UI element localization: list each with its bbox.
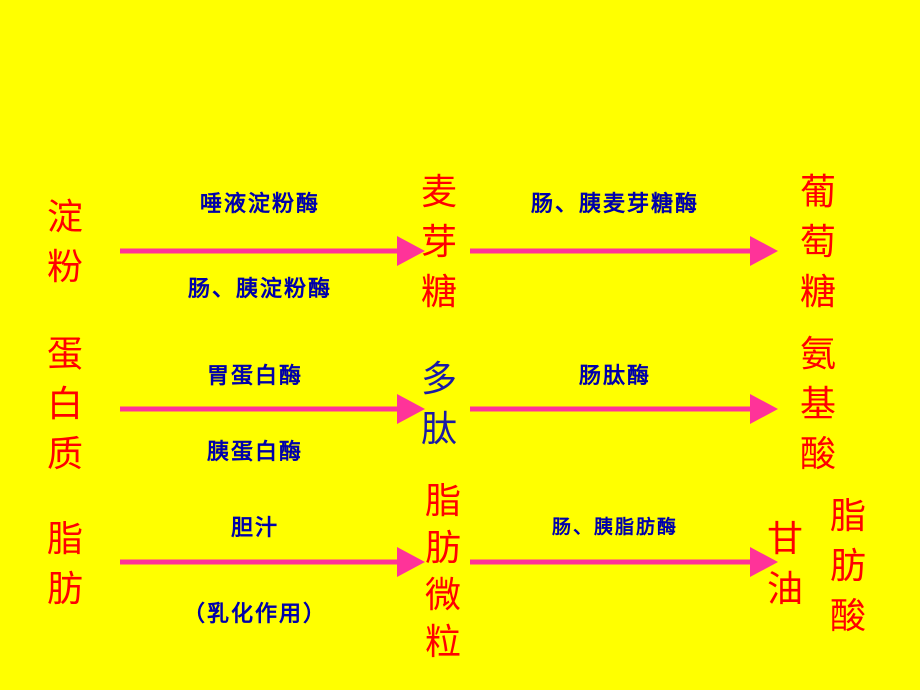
arrow-fat-to-droplets: [120, 547, 425, 577]
fat-droplets-label: 脂 肪 微 粒: [424, 481, 461, 663]
protein-label: 蛋 白 质: [46, 334, 83, 475]
arrow-polypeptide-to-amino-acid: [470, 394, 778, 424]
trypsin-label: 胰蛋白酶: [206, 440, 303, 465]
arrow-droplets-to-products: [470, 547, 778, 577]
fatty-acid-label: 脂 肪 酸: [829, 496, 866, 637]
emulsification-label: （乳化作用）: [182, 602, 327, 627]
glycerol-label: 甘 油: [766, 519, 803, 610]
amino-acid-label: 氨 基 酸: [799, 334, 836, 475]
pepsin-label: 胃蛋白酶: [206, 364, 303, 389]
fat-label: 脂 肪: [46, 519, 83, 610]
intestinal-pancreatic-amylase-label: 肠、胰淀粉酶: [187, 277, 332, 302]
maltose-label: 麦 芽 糖: [420, 172, 457, 313]
maltase-label: 肠、胰麦芽糖酶: [530, 192, 699, 217]
arrow-starch-to-maltose: [120, 236, 425, 266]
lipase-label: 肠、胰脂肪酶: [551, 516, 678, 538]
salivary-amylase-label: 唾液淀粉酶: [199, 192, 320, 217]
arrow-maltose-to-glucose: [470, 236, 778, 266]
arrow-protein-to-polypeptide: [120, 394, 425, 424]
bile-label: 胆汁: [230, 516, 279, 541]
starch-label: 淀 粉: [46, 197, 83, 288]
glucose-label: 葡 萄 糖: [799, 172, 836, 313]
peptidase-label: 肠肽酶: [578, 364, 651, 389]
polypeptide-label: 多 肽: [420, 359, 457, 450]
